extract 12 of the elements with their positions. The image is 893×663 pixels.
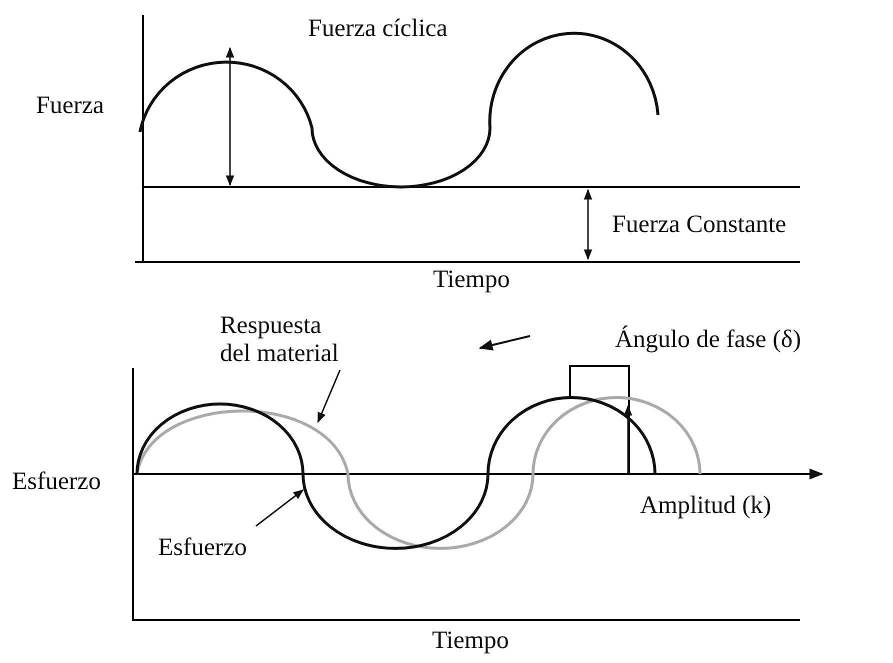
callout-text: Esfuerzo bbox=[158, 534, 247, 562]
leader-line bbox=[256, 489, 304, 527]
dimension-label: Ángulo de fase (δ) bbox=[615, 326, 802, 354]
chart-title: Fuerza cíclica bbox=[308, 15, 448, 43]
dimension-label: Amplitud (k) bbox=[640, 492, 772, 520]
axis-label: Tiempo bbox=[432, 627, 509, 655]
callout-text: Respuesta del material bbox=[220, 312, 350, 368]
axis-label: Fuerza bbox=[36, 92, 104, 120]
axis-label: Tiempo bbox=[433, 266, 510, 294]
leader-line bbox=[317, 370, 341, 423]
axis-label: Esfuerzo bbox=[12, 468, 101, 496]
dimension-label: Fuerza Constante bbox=[612, 211, 786, 239]
